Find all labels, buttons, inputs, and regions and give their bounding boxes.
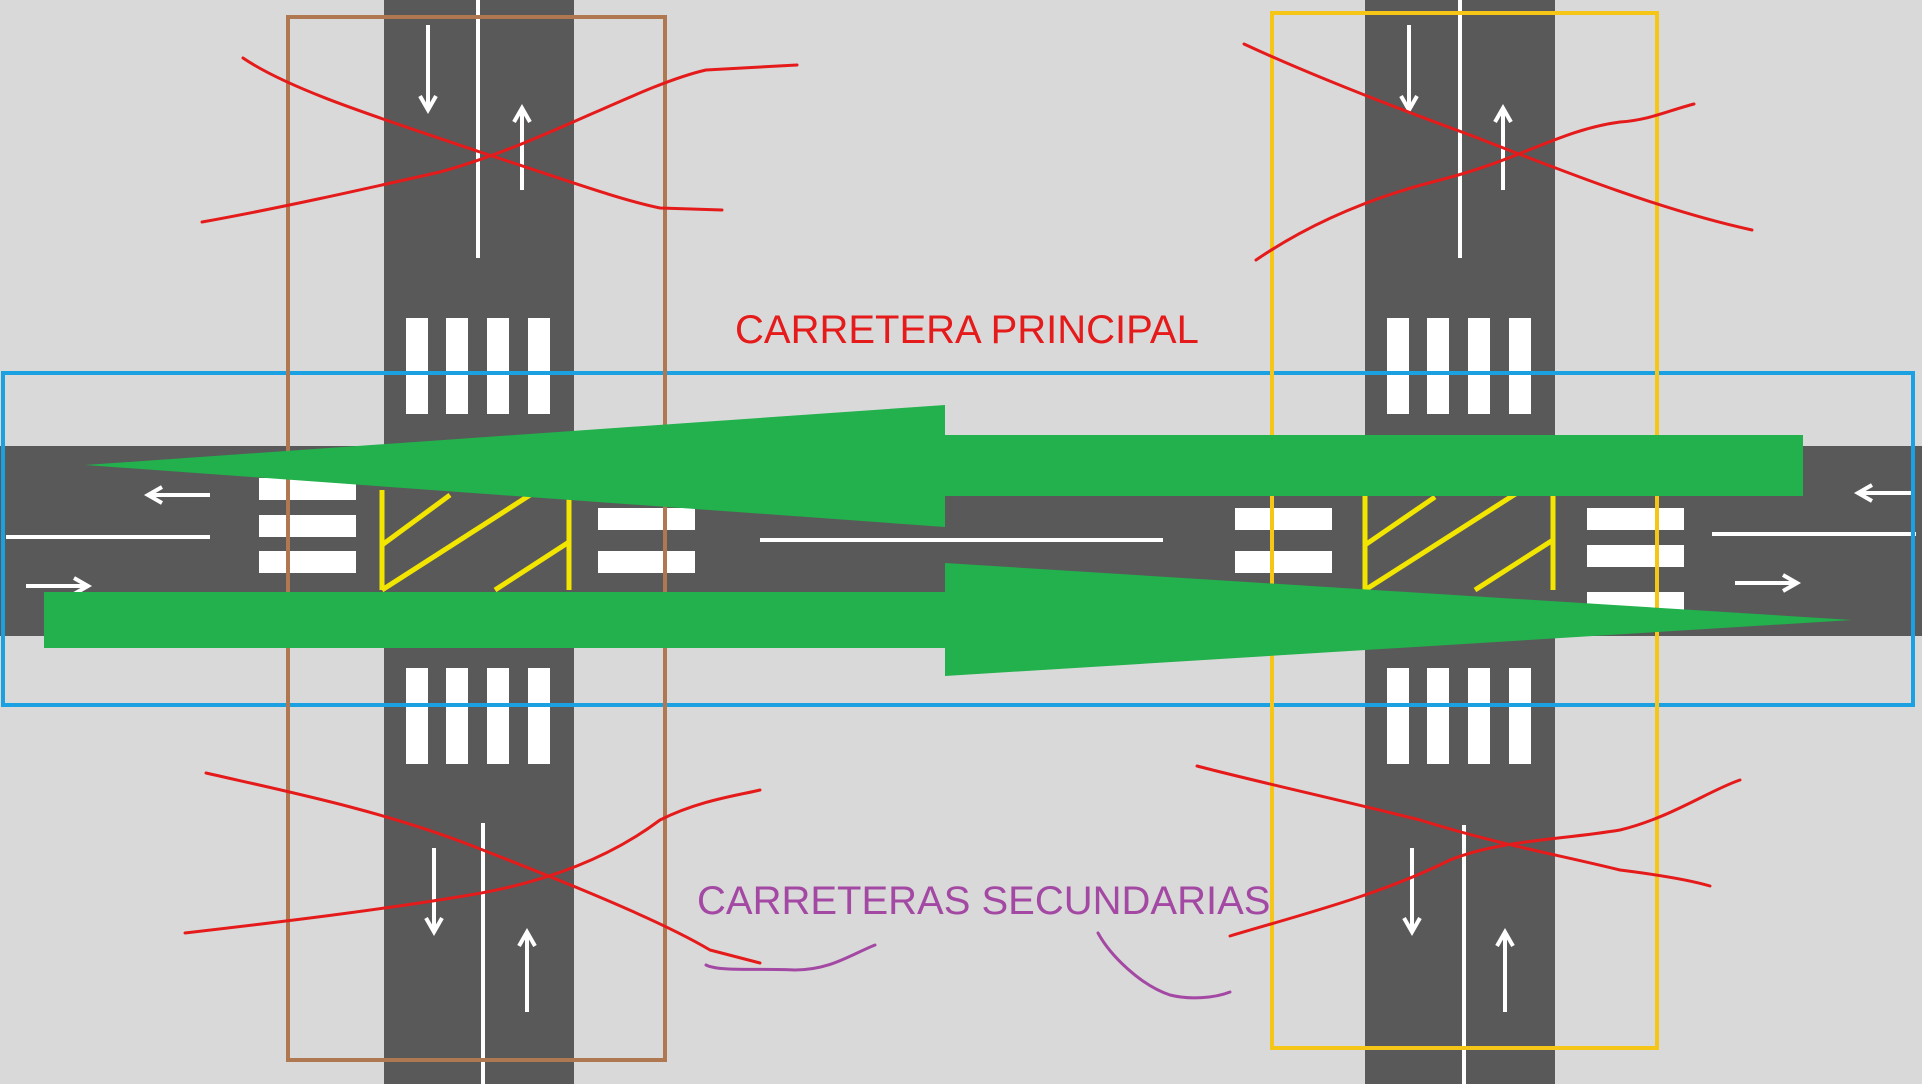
white-arrow-icons xyxy=(26,25,1914,1012)
arrow-left-icon xyxy=(1853,483,1914,503)
right-secondary-road-frame xyxy=(1270,11,1659,1050)
arrow-up-icon xyxy=(512,103,532,190)
arrow-down-icon xyxy=(1399,25,1419,115)
cross-out-icon xyxy=(1195,764,1742,938)
arrow-down-icon xyxy=(1402,848,1422,937)
arrow-down-icon xyxy=(418,25,438,115)
arrow-left-icon xyxy=(143,485,210,505)
crosswalks xyxy=(259,318,1684,764)
arrow-up-icon xyxy=(517,927,537,1012)
left-secondary-road-frame xyxy=(286,15,667,1062)
lane-lines xyxy=(6,0,1916,1084)
arrow-right-icon xyxy=(26,576,93,596)
red-cross-icons xyxy=(183,42,1754,965)
main-road-label: CARRETERA PRINCIPAL xyxy=(735,308,1199,352)
cross-out-icon xyxy=(183,771,762,965)
cross-out-icon xyxy=(200,56,799,224)
main-road-frame xyxy=(1,371,1915,707)
arrow-right-icon xyxy=(1735,573,1802,593)
cross-out-icon xyxy=(1242,42,1754,262)
green-arrow-left-icon xyxy=(85,405,1803,527)
arrow-down-icon xyxy=(424,848,444,937)
green-arrow-right-icon xyxy=(44,563,1852,676)
arrow-up-icon xyxy=(1495,927,1515,1012)
purple-pointer-strokes xyxy=(704,931,1232,1000)
secondary-roads-label: CARRETERAS SECUNDARIAS xyxy=(697,879,1270,923)
